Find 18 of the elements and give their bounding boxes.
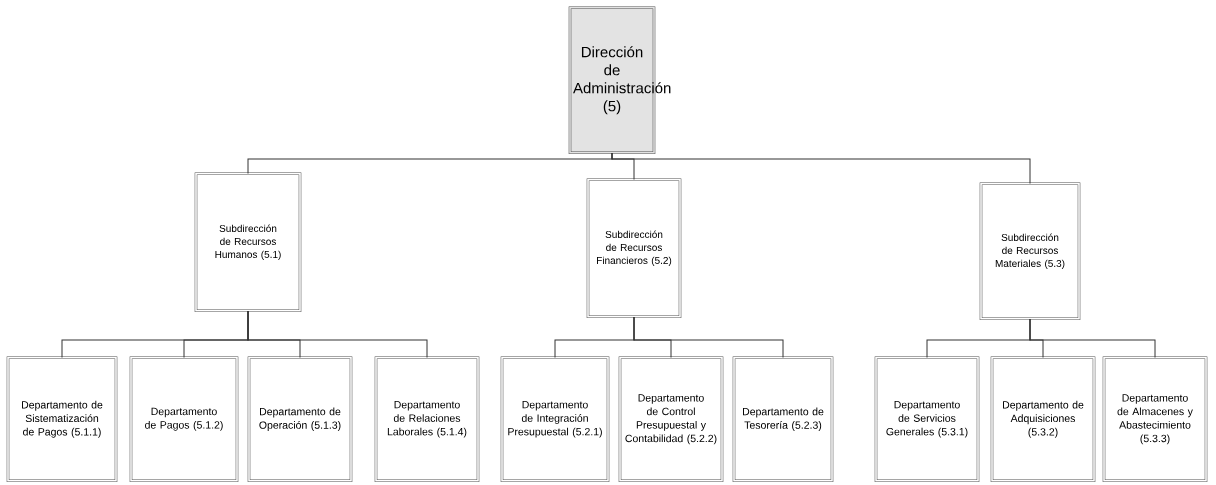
connector-line: [611, 152, 1031, 184]
org-box: Departamento de Almacenes y Abastecimiento (5.3.3): [1102, 356, 1208, 483]
org-box: Subdirección de Recursos Financieros (5.2): [586, 178, 682, 319]
org-box: Departamento de Control Presupuestal y Contabilidad (5.2.2): [618, 356, 724, 483]
org-box: Departamento de Integración Presupuestal (5.2.1): [500, 356, 610, 483]
org-box: Departamento de Tesorería (5.2.3): [732, 356, 834, 483]
connector-line: [1029, 318, 1156, 358]
org-box: Departamento de Relaciones Laborales (5.1.4): [374, 356, 480, 483]
connector-line: [633, 316, 784, 358]
org-box: Dirección de Administración (5): [568, 6, 671, 155]
org-box: Departamento de Operación (5.1.3): [247, 356, 353, 483]
org-box: Departamento de Sistematización de Pagos (5.1.1): [6, 356, 118, 483]
connector-line: [247, 310, 428, 358]
org-box: Subdirección de Recursos Materiales (5.3): [979, 182, 1081, 321]
org-box: Subdirección de Recursos Humanos (5.1): [194, 172, 302, 313]
org-box: Departamento de Adquisiciones (5.3.2): [990, 356, 1096, 483]
org-box: Departamento de Servicios Generales (5.3.1): [874, 356, 980, 483]
org-box: Departamento de Pagos (5.1.2): [129, 356, 239, 483]
